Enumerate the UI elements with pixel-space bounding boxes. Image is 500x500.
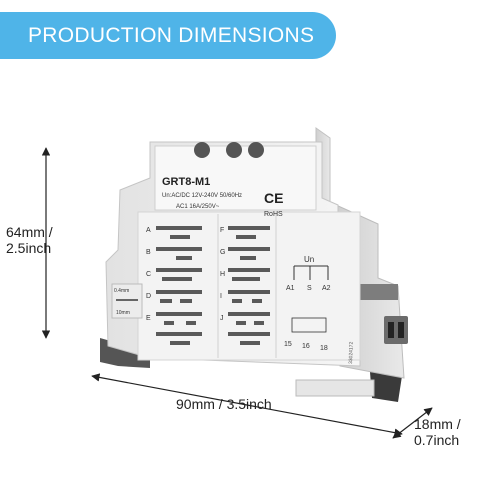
terminal-15: 15 xyxy=(284,341,292,348)
dial-strip xyxy=(194,142,264,158)
function-letters-left: A B C D E xyxy=(146,227,151,322)
svg-text:E: E xyxy=(146,315,151,322)
wiring-schematic: Un A1 S A2 15 16 18 xyxy=(284,255,331,352)
svg-text:C: C xyxy=(146,271,151,278)
serial-number: 33024172 xyxy=(348,341,355,364)
ce-mark: CE xyxy=(264,190,283,206)
side-terminal-bottom xyxy=(384,316,408,344)
din-foot xyxy=(295,379,375,397)
terminal-a2: A2 xyxy=(322,285,331,292)
timing-diagrams-left xyxy=(156,226,202,345)
height-inch-label: 2.5inch xyxy=(6,240,52,256)
svg-text:F: F xyxy=(220,227,224,234)
depth-arrow xyxy=(392,407,433,439)
height-mm-label: 64mm / xyxy=(6,224,53,240)
dial-value: 0.4mm xyxy=(114,288,129,294)
svg-text:D: D xyxy=(146,293,151,300)
terminal-16: 16 xyxy=(302,343,310,350)
supply-label: Un:AC/DC 12V-240V 50/60Hz xyxy=(162,193,242,199)
title-banner: PRODUCTION DIMENSIONS xyxy=(0,12,336,59)
function-letters-right: F G H I J xyxy=(220,227,225,322)
svg-text:B: B xyxy=(146,249,151,256)
terminal-18: 18 xyxy=(320,345,328,352)
rohs-label: RoHS xyxy=(264,211,283,218)
depth-inch-label: 0.7inch xyxy=(414,432,460,448)
width-arrow xyxy=(91,373,403,437)
svg-text:J: J xyxy=(220,315,224,322)
svg-text:I: I xyxy=(220,293,222,300)
dial-label: 10mm xyxy=(116,310,130,316)
width-label: 90mm / 3.5inch xyxy=(176,396,272,412)
svg-text:G: G xyxy=(220,249,225,256)
banner-title: PRODUCTION DIMENSIONS xyxy=(28,24,315,47)
contact-label: AC1 16A/250V~ xyxy=(176,204,220,210)
din-clip-right xyxy=(370,372,402,402)
svg-text:A: A xyxy=(146,227,151,234)
model-label: GRT8-M1 xyxy=(162,176,210,188)
timing-diagrams-right xyxy=(228,226,270,345)
depth-mm-label: 18mm / xyxy=(414,416,461,432)
svg-text:H: H xyxy=(220,271,225,278)
side-terminal-top xyxy=(360,284,398,300)
adjustment-dial: 0.4mm 10mm xyxy=(111,283,143,319)
terminal-s: S xyxy=(307,285,312,292)
terminal-a1: A1 xyxy=(286,285,295,292)
un-label: Un xyxy=(304,255,314,264)
